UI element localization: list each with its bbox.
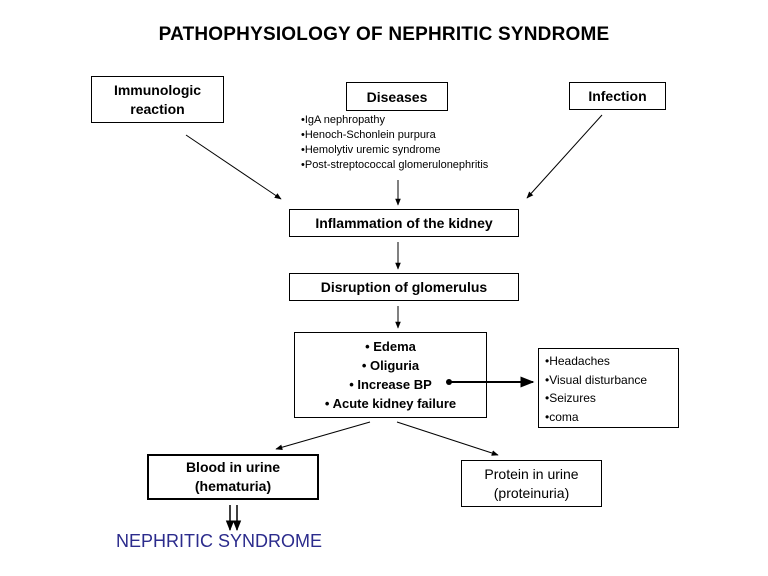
disease-item: •Henoch-Schonlein purpura — [301, 129, 436, 141]
hematuria-box: Blood in urine (hematuria) — [147, 454, 319, 500]
diagram-title: PATHOPHYSIOLOGY OF NEPHRITIC SYNDROME — [158, 24, 610, 45]
complications-box — [538, 348, 679, 428]
arrow-symptoms-to-hematuria — [275, 421, 371, 450]
diseases-box: Diseases — [346, 82, 448, 111]
inflammation-box: Inflammation of the kidney — [289, 209, 519, 237]
complication-item: •Headaches — [545, 354, 610, 368]
complication-item: •Visual disturbance — [545, 372, 648, 387]
proteinuria-box: Protein in urine (proteinuria) — [461, 460, 602, 507]
complication-item: •Seizures — [545, 391, 596, 405]
symptom-item: • Acute kidney failure — [324, 396, 457, 411]
arrow-immunologic-to-inflammation — [185, 134, 282, 200]
disease-item: •Hemolytiv uremic syndrome — [301, 144, 441, 156]
disease-examples-list: •IgA nephropathy •Henoch-Schonlein purpu… — [301, 113, 488, 173]
arrow-symptoms-to-proteinuria — [396, 421, 499, 456]
complication-item: •coma — [545, 409, 579, 424]
symptoms-list: • Edema • Oliguria • Increase BP • Acute… — [295, 337, 486, 413]
disruption-box: Disruption of glomerulus — [289, 273, 519, 301]
immunologic-reaction-box: Immunologic reaction — [91, 76, 224, 123]
symptom-item: • Edema — [365, 339, 416, 354]
infection-box: Infection — [569, 82, 666, 110]
symptom-item: • Increase BP — [349, 377, 432, 392]
symptom-item: • Oliguria — [361, 358, 420, 373]
symptoms-box: • Edema • Oliguria • Increase BP • Acute… — [294, 332, 487, 418]
arrow-infection-to-inflammation — [526, 114, 603, 199]
nephritic-syndrome-outcome: NEPHRITIC SYNDROME — [116, 531, 323, 551]
disease-item: •Post-streptococcal glomerulonephritis — [301, 159, 489, 171]
complications-list: •Headaches •Visual disturbance •Seizures… — [545, 352, 647, 426]
disease-item: •IgA nephropathy — [301, 114, 385, 126]
